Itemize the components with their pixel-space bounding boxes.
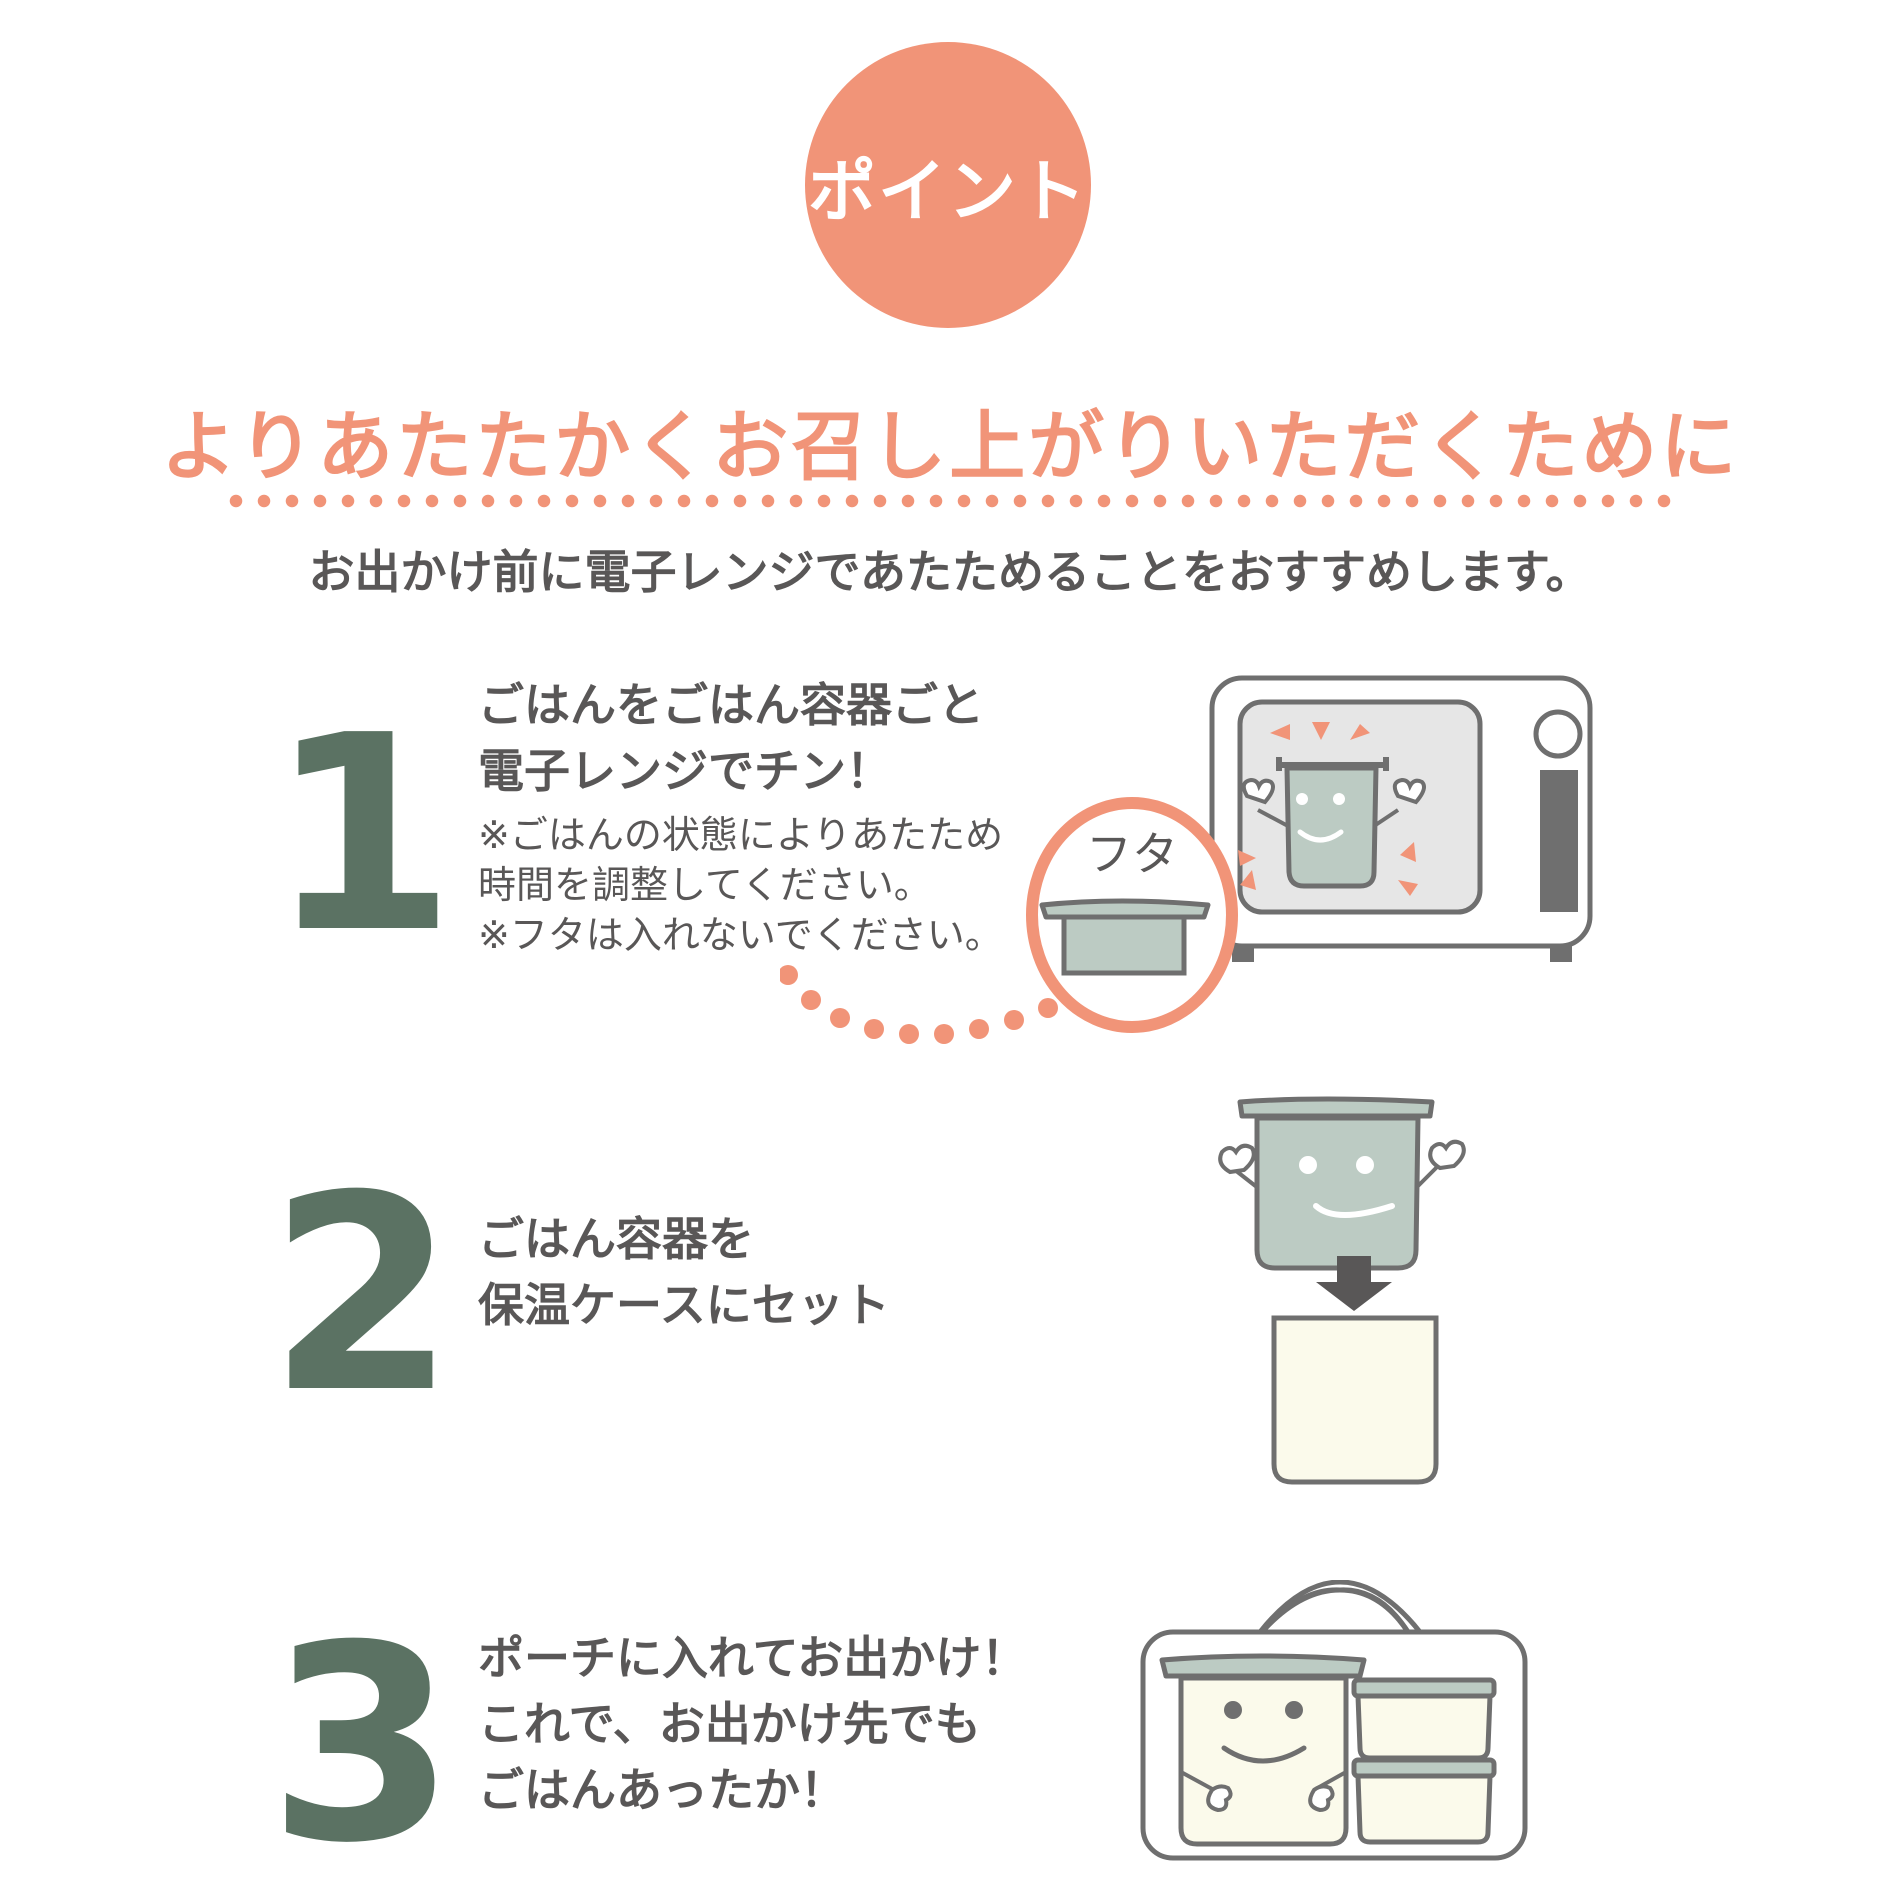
rice-container-character: [1218, 1096, 1466, 1271]
rice-container-character: [1241, 757, 1426, 889]
step-1-note: 時間を調整してください。: [478, 863, 932, 907]
step-1-note: ※フタは入れないでください。: [478, 913, 1003, 957]
step-1-note: ※ごはんの状態によりあたため: [478, 813, 1004, 857]
dotted-curve: [780, 965, 1058, 1044]
lid-callout: フタ: [1026, 797, 1238, 1033]
point-badge-label: ポイント: [807, 152, 1088, 232]
step-2-title-line: ごはん容器を: [478, 1212, 754, 1266]
step-2-title-line: 保温ケースにセット: [478, 1278, 890, 1332]
step-3-number: 3: [268, 1587, 456, 1902]
side-containers-icon: [1351, 1677, 1497, 1845]
step-1-title-line: ごはんをごはん容器ごと: [478, 678, 984, 732]
subheadline: お出かけ前に電子レンジであたためることをおすすめします。: [308, 545, 1592, 599]
step-2-text: ごはん容器を 保温ケースにセット: [478, 1206, 890, 1338]
step-1-text: ごはんをごはん容器ごと 電子レンジでチン！ ※ごはんの状態によりあたため 時間を…: [478, 672, 1003, 960]
microwave-icon: [1209, 675, 1593, 962]
insulated-case-icon: [1271, 1315, 1439, 1485]
container-into-case-illustration: [1218, 1096, 1466, 1485]
step-3-text: ポーチに入れてお出かけ！ これで、お出かけ先でも ごはんあったか！: [478, 1625, 1027, 1823]
step-3-title-line: ごはんあったか！: [478, 1763, 846, 1817]
point-badge: ポイント: [805, 42, 1091, 328]
step-3-title-line: ポーチに入れてお出かけ！: [478, 1631, 1028, 1685]
lid-label: フタ: [1086, 827, 1178, 881]
step-3-title-line: これで、お出かけ先でも: [478, 1697, 981, 1751]
dotted-divider: [222, 494, 1682, 508]
step-2-number: 2: [268, 1137, 456, 1452]
step-1-number: 1: [268, 677, 456, 992]
step-1-title-line: 電子レンジでチン！: [478, 744, 892, 798]
headline: よりあたたかくお召し上がりいただくために: [160, 402, 1740, 491]
down-arrow-icon: [1316, 1256, 1392, 1311]
rice-container-character: [1159, 1653, 1367, 1847]
microwave-illustration: フタ: [780, 675, 1593, 1044]
lunch-pouch-illustration: [1140, 1580, 1528, 1861]
